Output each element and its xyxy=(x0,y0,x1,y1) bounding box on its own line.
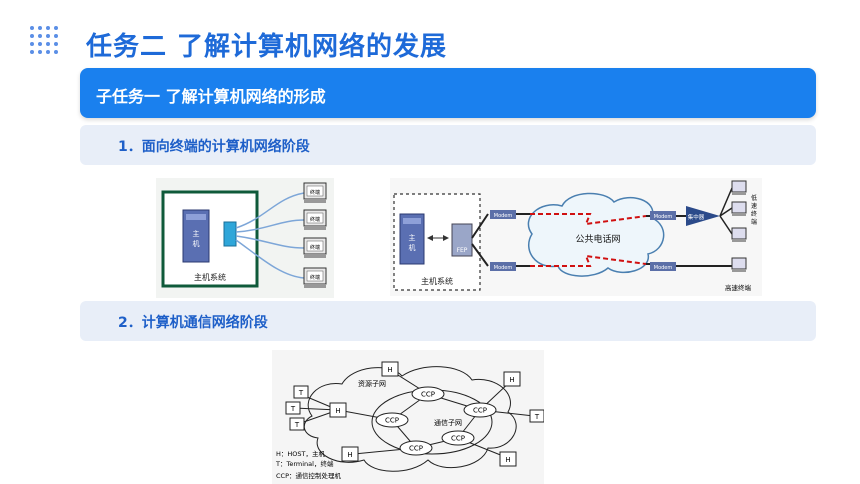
low-speed-terminal-3-icon xyxy=(731,227,747,242)
svg-text:Modem: Modem xyxy=(494,265,513,271)
host-char-2: 机 xyxy=(409,243,416,252)
network-cloud-outline xyxy=(303,366,517,472)
host-system-caption: 主机系统 xyxy=(194,272,226,282)
ccp-node-4: CCP xyxy=(441,430,475,446)
svg-text:终端: 终端 xyxy=(310,244,320,251)
host-node-4: H xyxy=(341,446,359,462)
svg-text:CCP: CCP xyxy=(421,391,435,399)
svg-text:CCP: CCP xyxy=(473,407,487,415)
section-2-banner: 2．计算机通信网络阶段 xyxy=(80,301,816,341)
svg-text:终端: 终端 xyxy=(310,274,320,281)
low-speed-terminal-1-icon xyxy=(731,180,747,195)
modem-right-bottom-icon: Modem xyxy=(650,262,676,271)
section-1-title: 1．面向终端的计算机网络阶段 xyxy=(118,139,310,155)
low-speed-char-3: 终 xyxy=(751,210,757,218)
terminal-node-3: T xyxy=(289,417,305,431)
host-node-1: H xyxy=(381,361,399,377)
svg-text:CCP: CCP xyxy=(409,445,423,453)
terminal-4-icon: 终端 xyxy=(303,267,327,288)
modem-left-bottom-icon: Modem xyxy=(490,262,516,271)
modem-left-top-icon: Modem xyxy=(490,210,516,219)
ccp-node-1: CCP xyxy=(411,386,445,402)
page-title: 任务二 了解计算机网络的发展 xyxy=(86,32,448,62)
svg-text:H: H xyxy=(509,376,514,384)
resource-subnet-label: 资源子网 xyxy=(358,379,386,388)
terminal-network-figure: 主 机 主机系统 终端 终端 终端 终端 xyxy=(156,178,334,298)
terminal-1-icon: 终端 xyxy=(303,182,327,203)
ccp-node-3: CCP xyxy=(375,412,409,428)
terminal-3-icon: 终端 xyxy=(303,237,327,258)
terminal-node-2: T xyxy=(285,401,301,415)
svg-text:T: T xyxy=(294,421,300,429)
high-speed-terminal-label: 高速终端 xyxy=(725,283,752,292)
low-speed-terminal-2-icon xyxy=(731,201,747,216)
modem-right-top-icon: Modem xyxy=(650,211,676,220)
ccp-node-2: CCP xyxy=(463,402,497,418)
low-speed-char-1: 低 xyxy=(751,194,757,202)
legend-host: H：HOST，主机 xyxy=(276,449,325,458)
fep-icon xyxy=(451,223,473,257)
controller-icon xyxy=(223,221,237,247)
ccp-node-5: CCP xyxy=(399,440,433,456)
fep-label: FEP xyxy=(457,247,468,254)
decorative-dots-icon xyxy=(30,26,58,54)
comm-subnet-label: 通信子网 xyxy=(434,418,462,427)
svg-text:T: T xyxy=(290,405,296,413)
terminal-node-4: T xyxy=(529,409,544,423)
hub-label: 集中器 xyxy=(688,213,705,221)
host-system-caption: 主机系统 xyxy=(421,276,453,286)
svg-text:H: H xyxy=(505,456,510,464)
section-1-banner: 1．面向终端的计算机网络阶段 xyxy=(80,125,816,165)
svg-text:T: T xyxy=(534,413,540,421)
host-node-2: H xyxy=(503,371,521,387)
host-system-box xyxy=(161,190,259,288)
svg-text:CCP: CCP xyxy=(385,417,399,425)
communication-network-figure: 资源子网 通信子网 CCP CCP CCP CCP CCP H H H H H … xyxy=(272,350,544,484)
svg-text:H: H xyxy=(335,407,340,415)
remote-terminal-network-figure: 主 机 FEP 主机系统 Modem Modem 公共电话网 Modem Mod… xyxy=(390,178,762,296)
section-2-title: 2．计算机通信网络阶段 xyxy=(118,315,268,331)
svg-text:H: H xyxy=(387,366,392,374)
host-char-1: 主 xyxy=(409,233,416,242)
svg-text:Modem: Modem xyxy=(654,214,673,220)
host-char-2: 机 xyxy=(193,239,200,248)
svg-text:CCP: CCP xyxy=(451,435,465,443)
high-speed-terminal-icon xyxy=(731,257,747,272)
host-char-1: 主 xyxy=(193,229,200,238)
svg-text:Modem: Modem xyxy=(654,265,673,271)
svg-text:H: H xyxy=(347,451,352,459)
hub-icon xyxy=(686,206,720,226)
svg-text:T: T xyxy=(298,389,304,397)
svg-text:Modem: Modem xyxy=(494,213,513,219)
subtask-title: 子任务一 了解计算机网络的形成 xyxy=(96,87,326,106)
svg-text:终端: 终端 xyxy=(310,216,320,223)
low-speed-char-2: 速 xyxy=(751,203,757,210)
legend-ccp: CCP：通信控制处理机 xyxy=(276,471,341,480)
subtask-banner: 子任务一 了解计算机网络的形成 xyxy=(80,68,816,118)
cloud-label: 公共电话网 xyxy=(575,233,620,245)
svg-text:终端: 终端 xyxy=(310,189,320,196)
low-speed-char-4: 端 xyxy=(751,218,757,226)
terminal-node-1: T xyxy=(293,385,309,399)
terminal-2-icon: 终端 xyxy=(303,209,327,230)
host-node-3: H xyxy=(329,402,347,418)
host-node-5: H xyxy=(499,451,517,467)
legend-terminal: T：Terminal，终端 xyxy=(275,459,334,468)
